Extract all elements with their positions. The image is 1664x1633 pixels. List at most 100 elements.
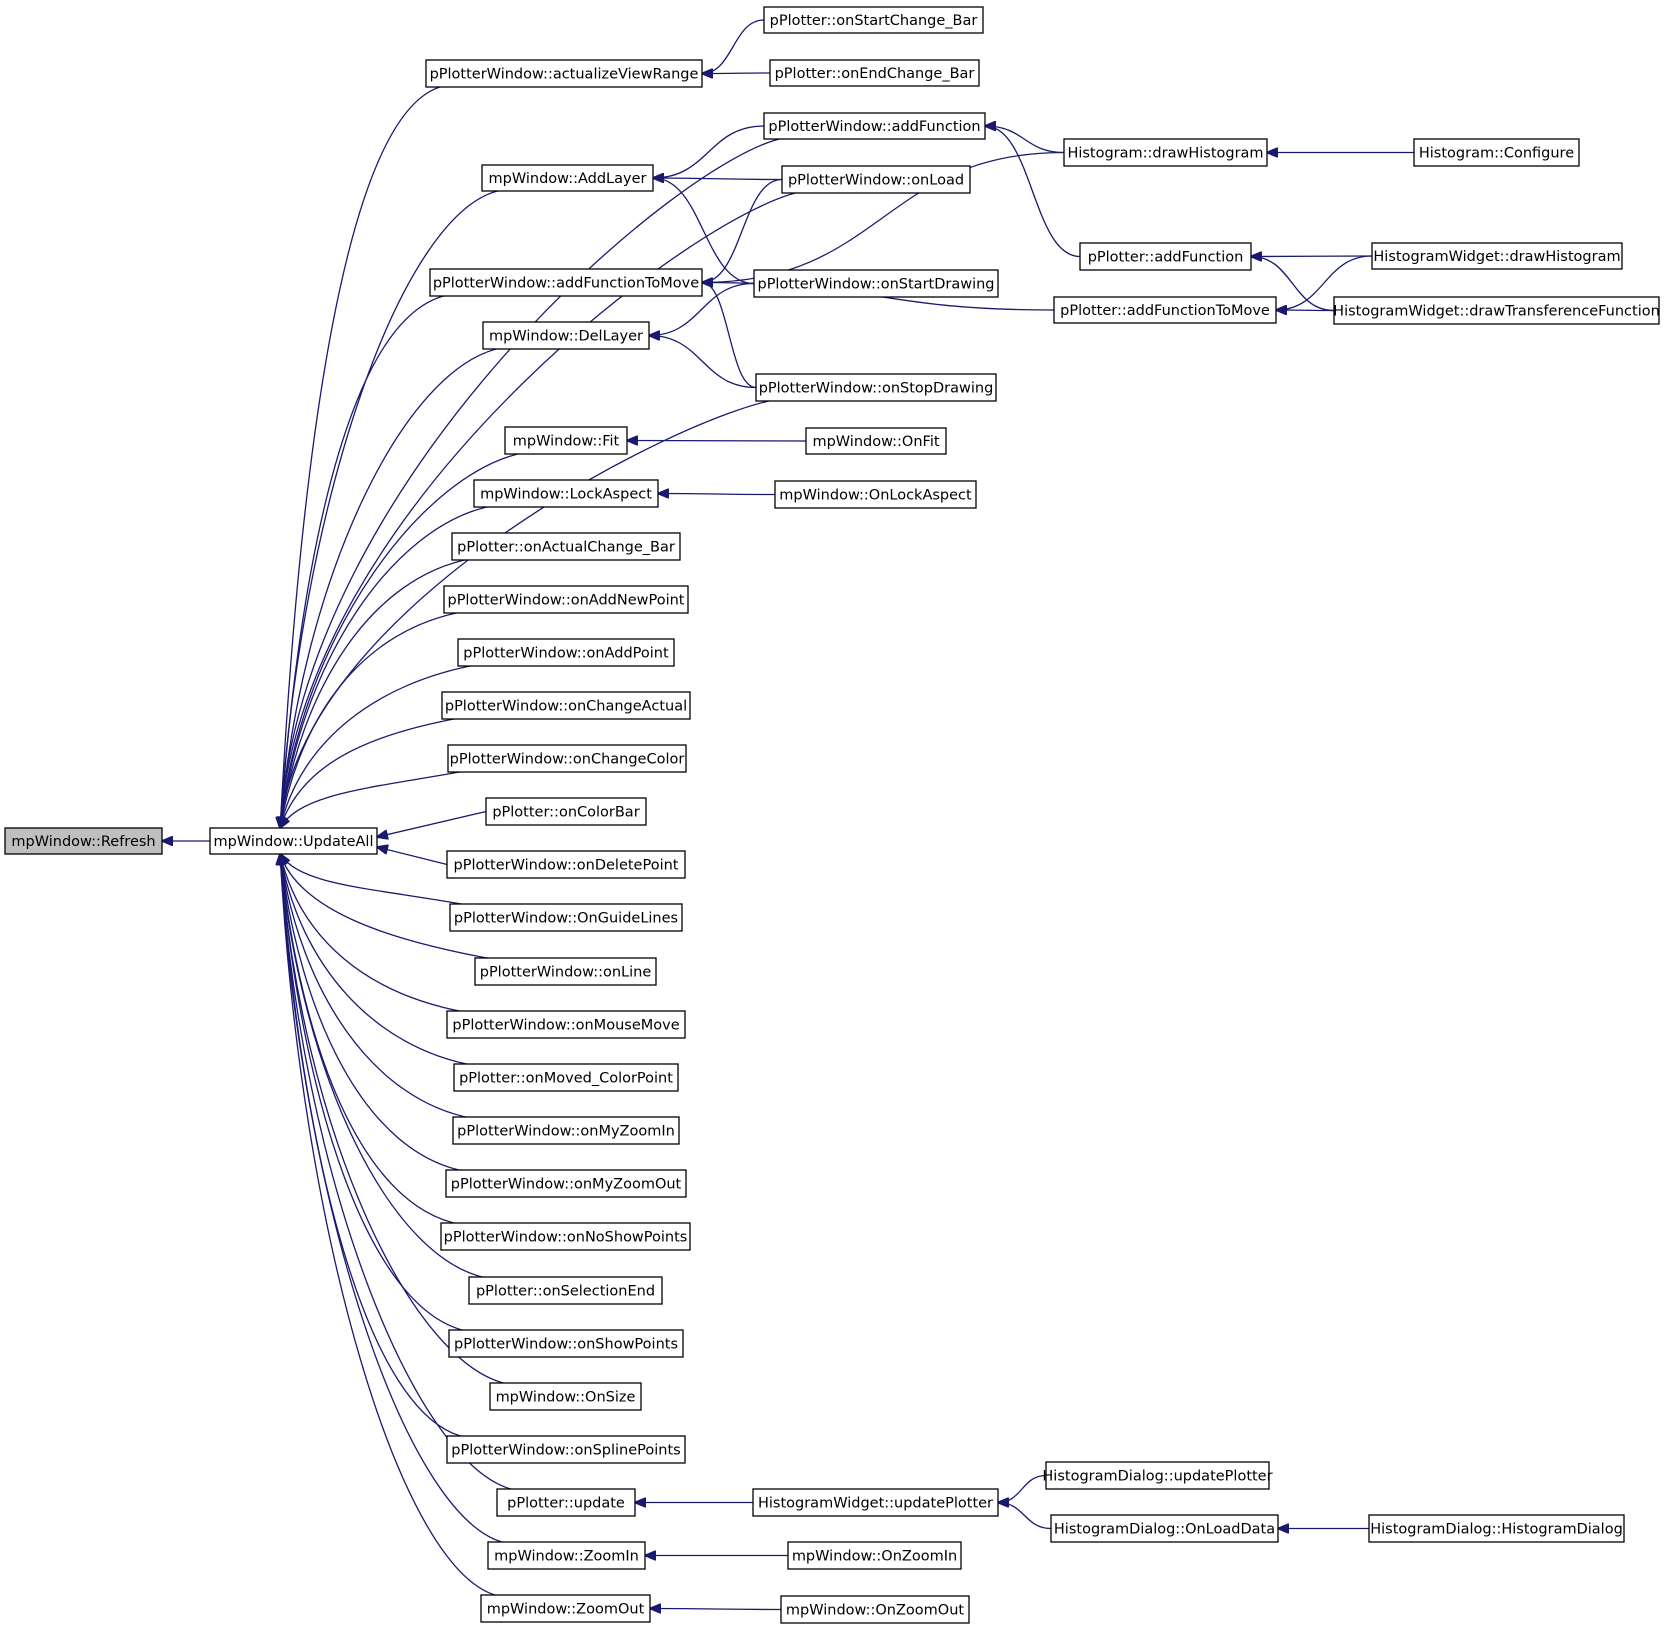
node-box[interactable] [425,59,703,88]
node-n21[interactable]: mpWindow::OnLockAspect [774,480,977,509]
node-box[interactable] [481,164,654,192]
node-box[interactable] [504,426,628,455]
node-n39[interactable]: pPlotterWindow::onSplinePoints [446,1435,686,1464]
node-n28[interactable]: pPlotterWindow::onDeletePoint [446,850,686,879]
node-n30[interactable]: pPlotterWindow::onLine [474,957,657,986]
node-box[interactable] [482,321,650,350]
node-n13[interactable]: pPlotterWindow::onStartDrawing [753,269,999,298]
node-box[interactable] [209,827,378,855]
node-n24[interactable]: pPlotterWindow::onAddPoint [457,638,675,667]
node-n45[interactable]: mpWindow::ZoomIn [487,1541,646,1570]
node-n18[interactable]: mpWindow::Fit [504,426,628,455]
node-box[interactable] [755,373,997,402]
node-n2[interactable]: pPlotterWindow::actualizeViewRange [425,59,703,88]
node-box[interactable] [763,6,984,34]
node-box[interactable] [468,1276,663,1305]
node-n38[interactable]: mpWindow::OnSize [489,1382,642,1411]
node-n25[interactable]: pPlotterWindow::onChangeActual [441,691,691,720]
node-n48[interactable]: mpWindow::OnZoomOut [780,1595,970,1624]
node-box[interactable] [787,1541,962,1570]
node-box[interactable] [1368,1514,1625,1543]
node-n9[interactable]: pPlotterWindow::onLoad [781,165,971,194]
node-n26[interactable]: pPlotterWindow::onChangeColor [447,744,687,773]
node-box[interactable] [1079,242,1252,271]
node-n10[interactable]: pPlotter::addFunction [1079,242,1252,271]
node-n12[interactable]: pPlotterWindow::addFunctionToMove [429,268,703,297]
node-n47[interactable]: mpWindow::ZoomOut [480,1594,651,1623]
node-box[interactable] [451,532,681,561]
node-n6[interactable]: Histogram::drawHistogram [1063,138,1268,167]
node-n14[interactable]: pPlotter::addFunctionToMove [1053,296,1277,324]
node-n17[interactable]: pPlotterWindow::onStopDrawing [755,373,997,402]
node-box[interactable] [446,1010,686,1039]
node-n40[interactable]: pPlotter::update [496,1488,636,1517]
node-n31[interactable]: pPlotterWindow::onMouseMove [446,1010,686,1039]
node-n20[interactable]: mpWindow::LockAspect [473,479,659,508]
node-n46[interactable]: mpWindow::OnZoomIn [787,1541,962,1570]
node-box[interactable] [443,585,689,614]
node-box[interactable] [1053,296,1277,324]
node-box[interactable] [446,1435,686,1464]
node-box[interactable] [781,165,971,194]
node-box[interactable] [496,1488,636,1517]
node-box[interactable] [780,1595,970,1624]
node-box[interactable] [473,479,659,508]
node-n34[interactable]: pPlotterWindow::onMyZoomOut [445,1169,687,1198]
node-box[interactable] [457,638,675,667]
node-n43[interactable]: HistogramDialog::OnLoadData [1050,1514,1279,1543]
node-box[interactable] [805,427,947,455]
node-box[interactable] [453,1063,679,1092]
node-box[interactable] [489,1382,642,1411]
node-box[interactable] [763,112,986,140]
node-n23[interactable]: pPlotterWindow::onAddNewPoint [443,585,689,614]
node-box[interactable] [753,269,999,298]
node-n27[interactable]: pPlotter::onColorBar [485,797,647,826]
node-n33[interactable]: pPlotterWindow::onMyZoomIn [452,1116,680,1145]
node-n36[interactable]: pPlotter::onSelectionEnd [468,1276,663,1305]
node-box[interactable] [1063,138,1268,167]
node-n16[interactable]: mpWindow::DelLayer [482,321,650,350]
node-box[interactable] [4,827,163,855]
node-box[interactable] [1333,296,1660,325]
node-n37[interactable]: pPlotterWindow::onShowPoints [448,1329,684,1358]
node-n7[interactable]: Histogram::Configure [1413,138,1580,167]
node-box[interactable] [441,691,691,720]
node-box[interactable] [452,1116,680,1145]
node-n35[interactable]: pPlotterWindow::onNoShowPoints [440,1222,691,1251]
node-n11[interactable]: HistogramWidget::drawHistogram [1371,242,1623,270]
node-box[interactable] [446,850,686,879]
node-box[interactable] [447,744,687,773]
edge-n27-n1 [377,810,487,838]
node-n44[interactable]: HistogramDialog::HistogramDialog [1368,1514,1625,1543]
node-n15[interactable]: HistogramWidget::drawTransferenceFunctio… [1333,296,1660,325]
node-n41[interactable]: HistogramWidget::updatePlotter [752,1488,999,1517]
node-box[interactable] [429,268,703,297]
node-box[interactable] [487,1541,646,1570]
node-n19[interactable]: mpWindow::OnFit [805,427,947,455]
node-n0[interactable]: mpWindow::Refresh [4,827,163,855]
node-box[interactable] [445,1169,687,1198]
node-n29[interactable]: pPlotterWindow::OnGuideLines [449,903,683,932]
node-box[interactable] [440,1222,691,1251]
node-n4[interactable]: pPlotter::onEndChange_Bar [769,59,980,87]
node-n22[interactable]: pPlotter::onActualChange_Bar [451,532,681,561]
node-box[interactable] [480,1594,651,1623]
node-box[interactable] [769,59,980,87]
node-box[interactable] [1050,1514,1279,1543]
node-box[interactable] [474,957,657,986]
node-box[interactable] [1045,1461,1270,1490]
node-box[interactable] [1371,242,1623,270]
node-box[interactable] [774,480,977,509]
node-box[interactable] [448,1329,684,1358]
node-box[interactable] [449,903,683,932]
node-label: pPlotter::onMoved_ColorPoint [459,1071,673,1087]
node-box[interactable] [485,797,647,826]
node-box[interactable] [752,1488,999,1517]
node-n32[interactable]: pPlotter::onMoved_ColorPoint [453,1063,679,1092]
node-n42[interactable]: HistogramDialog::updatePlotter [1042,1461,1273,1490]
node-n1[interactable]: mpWindow::UpdateAll [209,827,378,855]
node-box[interactable] [1413,138,1580,167]
node-n3[interactable]: pPlotter::onStartChange_Bar [763,6,984,34]
node-n5[interactable]: pPlotterWindow::addFunction [763,112,986,140]
node-n8[interactable]: mpWindow::AddLayer [481,164,654,192]
